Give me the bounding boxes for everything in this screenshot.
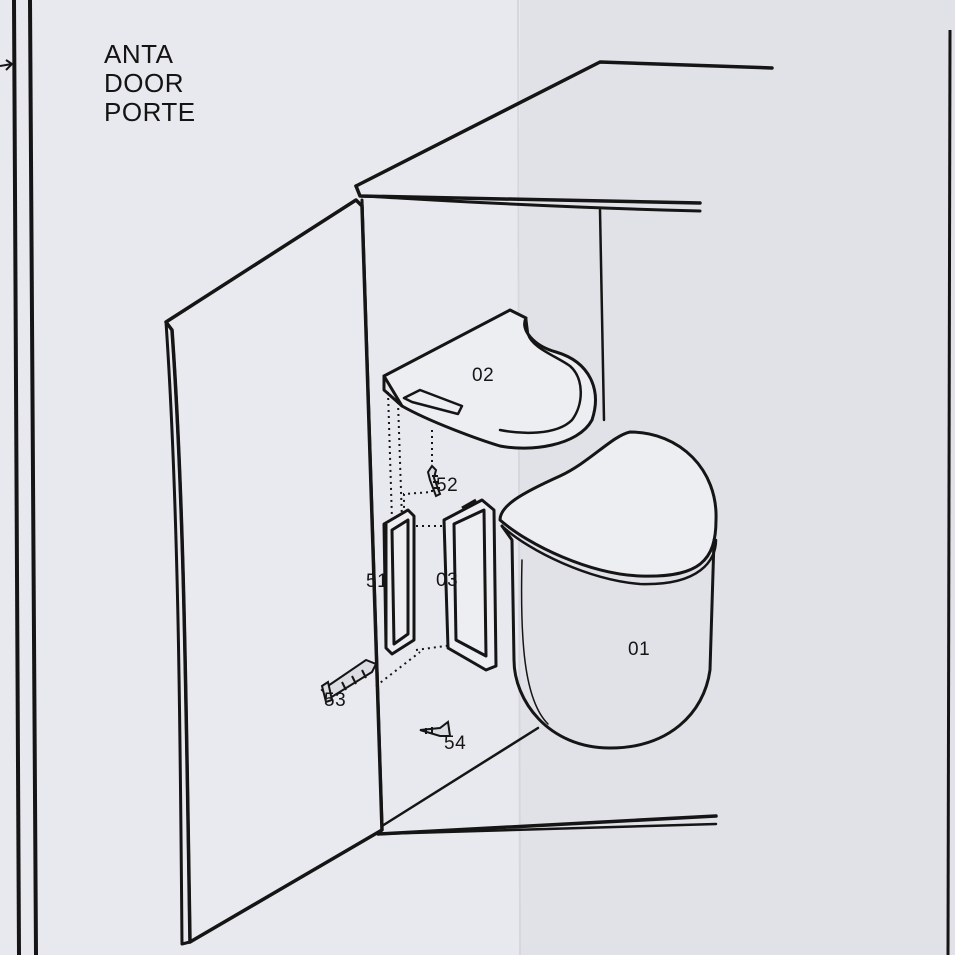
title-line-anta: ANTA (104, 39, 174, 69)
left-frame-border (0, 0, 38, 955)
label-part-53: 53 (324, 690, 347, 711)
part-03-rail (442, 498, 498, 672)
part-53-screw (320, 658, 378, 704)
label-part-02: 02 (472, 365, 495, 386)
part-51-bracket (382, 508, 416, 656)
cabinet-top-back-edge (354, 60, 774, 188)
label-part-03: 03 (436, 570, 459, 591)
right-frame-border (946, 29, 952, 955)
paper-fold (517, 0, 521, 955)
part-01-bin (498, 430, 718, 750)
label-part-54: 54 (444, 733, 467, 754)
title-line-door: DOOR (104, 68, 184, 98)
title-block: ANTA DOOR PORTE (104, 40, 196, 127)
part-54-screw (419, 720, 452, 737)
door-panel (164, 198, 384, 946)
label-part-51: 51 (366, 571, 389, 592)
label-part-01: 01 (628, 639, 651, 660)
label-part-52: 52 (436, 475, 459, 496)
part-52-screw (426, 464, 442, 498)
part-02-lid (382, 308, 597, 450)
cabinet-back-wall-line (598, 208, 606, 422)
title-line-porte: PORTE (104, 97, 196, 127)
